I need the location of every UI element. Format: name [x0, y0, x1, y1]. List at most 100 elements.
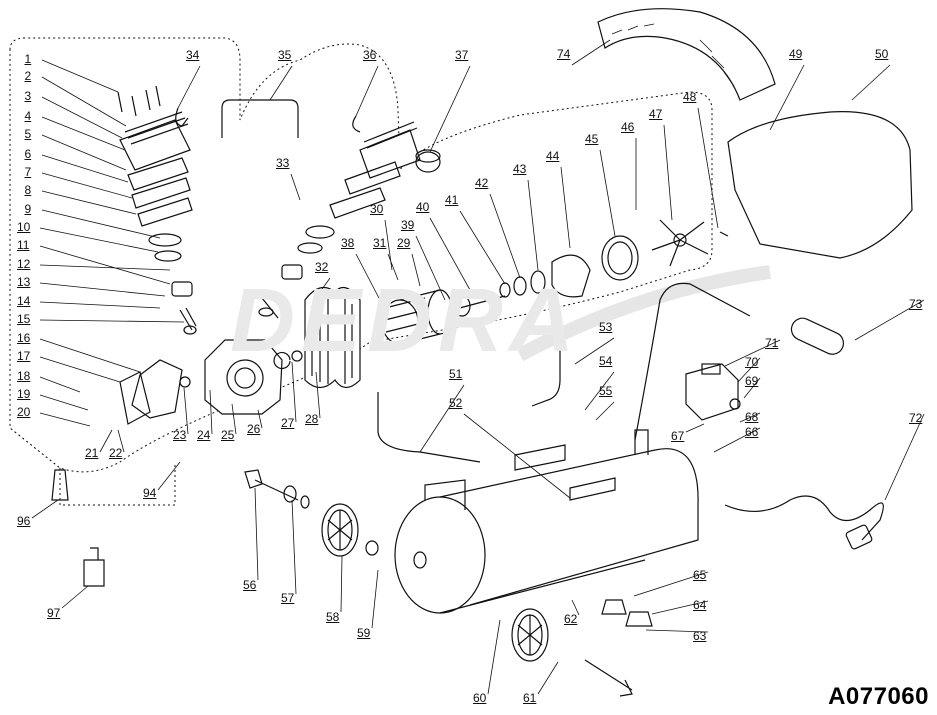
- part-label-66: 66: [745, 425, 759, 439]
- part-label-6: 6: [24, 147, 32, 161]
- part-label-51: 51: [449, 367, 463, 381]
- part-label-44: 44: [546, 149, 560, 163]
- discharge-hose: [377, 392, 481, 463]
- part-label-50: 50: [875, 47, 889, 61]
- part-label-28: 28: [305, 412, 319, 426]
- pressure-switch: [685, 363, 741, 421]
- part-label-46: 46: [621, 120, 635, 134]
- part-label-64: 64: [693, 598, 707, 612]
- part-label-3: 3: [24, 89, 32, 103]
- rubber-feet: [601, 599, 653, 627]
- quick-coupler: [51, 469, 69, 501]
- check-tube: [531, 346, 561, 407]
- part-label-53: 53: [599, 320, 613, 334]
- part-label-49: 49: [789, 47, 803, 61]
- part-label-68: 68: [745, 410, 759, 424]
- part-label-59: 59: [357, 626, 371, 640]
- part-label-11: 11: [17, 238, 30, 252]
- part-label-43: 43: [513, 162, 527, 176]
- cylinder-head-left: [119, 111, 197, 335]
- part-label-34: 34: [186, 48, 200, 62]
- part-label-17: 17: [17, 349, 31, 363]
- part-label-5: 5: [24, 127, 32, 141]
- wheel-front: [321, 503, 359, 557]
- grille-slots: [611, 23, 735, 87]
- part-label-16: 16: [17, 331, 31, 345]
- part-label-67: 67: [671, 429, 685, 443]
- part-label-15: 15: [17, 312, 31, 326]
- part-label-22: 22: [109, 446, 123, 460]
- part-label-14: 14: [17, 294, 31, 308]
- part-label-72: 72: [909, 411, 923, 425]
- wheel-rear: [511, 608, 549, 662]
- part-label-47: 47: [649, 107, 663, 121]
- part-label-21: 21: [85, 446, 99, 460]
- part-label-54: 54: [599, 354, 613, 368]
- part-label-42: 42: [475, 176, 489, 190]
- assembly-94-bracket: [59, 462, 176, 506]
- pump-assembly-outline: [9, 37, 713, 473]
- part-label-73: 73: [909, 297, 923, 311]
- part-label-1: 1: [24, 52, 32, 66]
- watermark: DEDRA: [230, 271, 581, 371]
- part-label-30: 30: [370, 202, 384, 216]
- shroud-cover: [727, 111, 913, 259]
- carry-bracket: [221, 99, 299, 138]
- part-label-8: 8: [24, 183, 32, 197]
- air-tank: [394, 282, 845, 614]
- part-label-20: 20: [17, 405, 31, 419]
- screws-top-left: [117, 85, 189, 127]
- filter-cup: [415, 149, 441, 173]
- drawing-code: A077060: [828, 683, 929, 710]
- part-label-27: 27: [281, 416, 295, 430]
- part-label-25: 25: [221, 428, 235, 442]
- part-label-19: 19: [17, 387, 31, 401]
- fan-grille: [597, 8, 776, 101]
- leader-lines: [31, 39, 925, 695]
- part-label-61: 61: [523, 691, 537, 705]
- part-label-35: 35: [278, 48, 292, 62]
- part-label-41: 41: [445, 193, 459, 207]
- part-label-45: 45: [585, 132, 599, 146]
- part-label-96: 96: [17, 514, 31, 528]
- part-label-9: 9: [24, 202, 32, 216]
- part-label-7: 7: [24, 165, 32, 179]
- part-label-29: 29: [397, 236, 411, 250]
- part-label-94: 94: [143, 486, 157, 500]
- part-label-65: 65: [693, 568, 707, 582]
- part-label-62: 62: [564, 612, 578, 626]
- part-label-58: 58: [326, 610, 340, 624]
- part-label-23: 23: [173, 428, 187, 442]
- part-label-55: 55: [599, 384, 613, 398]
- part-label-74: 74: [557, 47, 571, 61]
- part-label-38: 38: [341, 236, 355, 250]
- part-label-18: 18: [17, 369, 31, 383]
- part-label-71: 71: [765, 336, 779, 350]
- part-label-13: 13: [17, 275, 31, 289]
- part-label-10: 10: [17, 220, 31, 234]
- watermark-swoosh: [516, 265, 771, 362]
- part-label-56: 56: [243, 578, 257, 592]
- cylinder-head-middle: [258, 115, 421, 319]
- part-label-97: 97: [47, 606, 61, 620]
- rotor: [381, 289, 506, 345]
- part-label-57: 57: [281, 591, 295, 605]
- part-label-33: 33: [276, 156, 290, 170]
- part-label-26: 26: [247, 422, 261, 436]
- part-label-48: 48: [683, 90, 697, 104]
- part-label-40: 40: [416, 200, 430, 214]
- part-label-12: 12: [17, 257, 31, 271]
- fan-parts: [499, 219, 729, 298]
- plug: [845, 524, 873, 550]
- valve-fitting: [83, 547, 105, 587]
- part-label-36: 36: [363, 48, 377, 62]
- part-label-2: 2: [24, 69, 32, 83]
- part-label-39: 39: [401, 218, 415, 232]
- part-label-60: 60: [473, 691, 487, 705]
- part-label-24: 24: [197, 428, 211, 442]
- crankcase: [119, 339, 303, 425]
- power-cord: [724, 495, 884, 541]
- part-label-37: 37: [455, 48, 469, 62]
- part-label-69: 69: [745, 374, 759, 388]
